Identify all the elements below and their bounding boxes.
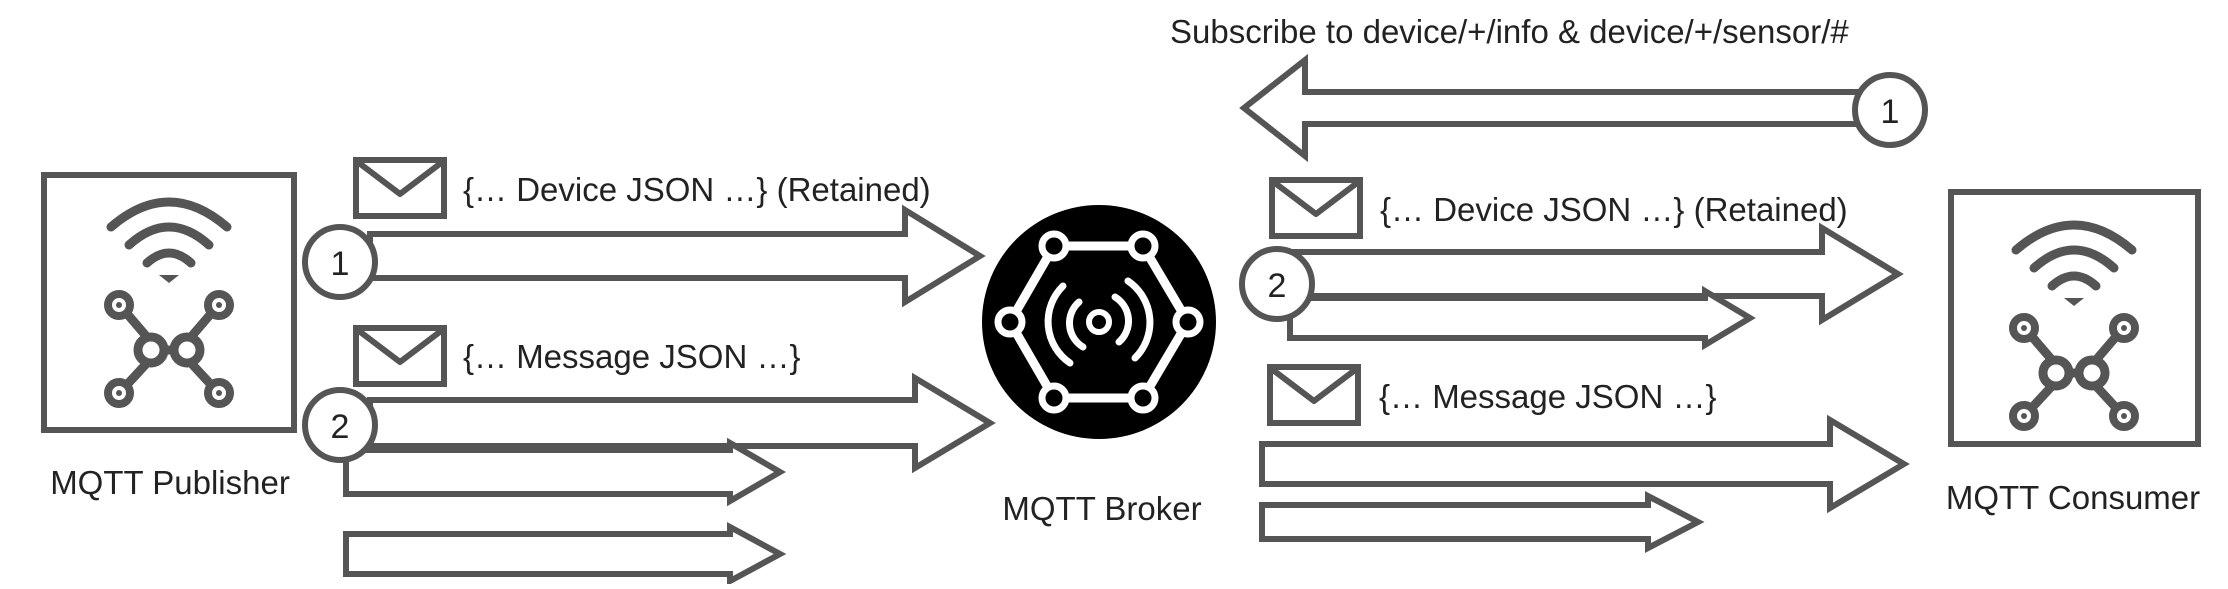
step-number: 2 [1268, 267, 1287, 305]
step-badge [302, 387, 378, 463]
publisher-message-label: {… Message JSON …} [463, 338, 800, 375]
subscribe-label: Subscribe to device/+/info & device/+/se… [1170, 13, 1849, 50]
step-badge [1852, 72, 1928, 148]
consumer-label: MQTT Consumer [1946, 479, 2200, 516]
step-number: 1 [1881, 93, 1900, 131]
subscribe-flow: Subscribe to device/+/info & device/+/se… [1170, 13, 1928, 163]
envelope-icon [1272, 180, 1360, 236]
broker-label: MQTT Broker [1002, 490, 1201, 527]
envelope-icon [356, 160, 444, 216]
consumer-message-flow: {… Message JSON …} [1259, 367, 1910, 553]
broker-hub-icon [994, 230, 1204, 414]
publisher-node: MQTT Publisher [41, 172, 297, 501]
consumer-device-label: {… Device JSON …} (Retained) [1380, 191, 1848, 228]
broker-node: MQTT Broker [982, 205, 1216, 527]
consumer-message-label: {… Message JSON …} [1379, 378, 1716, 415]
consumer-node: MQTT Consumer [1946, 189, 2201, 516]
step-badge [1239, 246, 1315, 322]
step-number: 1 [331, 245, 350, 283]
publisher-label: MQTT Publisher [50, 464, 290, 501]
publisher-device-flow: {… Device JSON …} (Retained) 1 [302, 160, 986, 308]
consumer-device-flow: {… Device JSON …} (Retained) 2 [1239, 180, 1904, 351]
step-number: 2 [331, 408, 350, 446]
step-badge [302, 224, 378, 300]
publisher-device-label: {… Device JSON …} (Retained) [463, 171, 931, 208]
publisher-message-flow: {… Message JSON …} 2 [302, 328, 996, 587]
envelope-icon [356, 328, 444, 384]
envelope-icon [1270, 367, 1358, 423]
